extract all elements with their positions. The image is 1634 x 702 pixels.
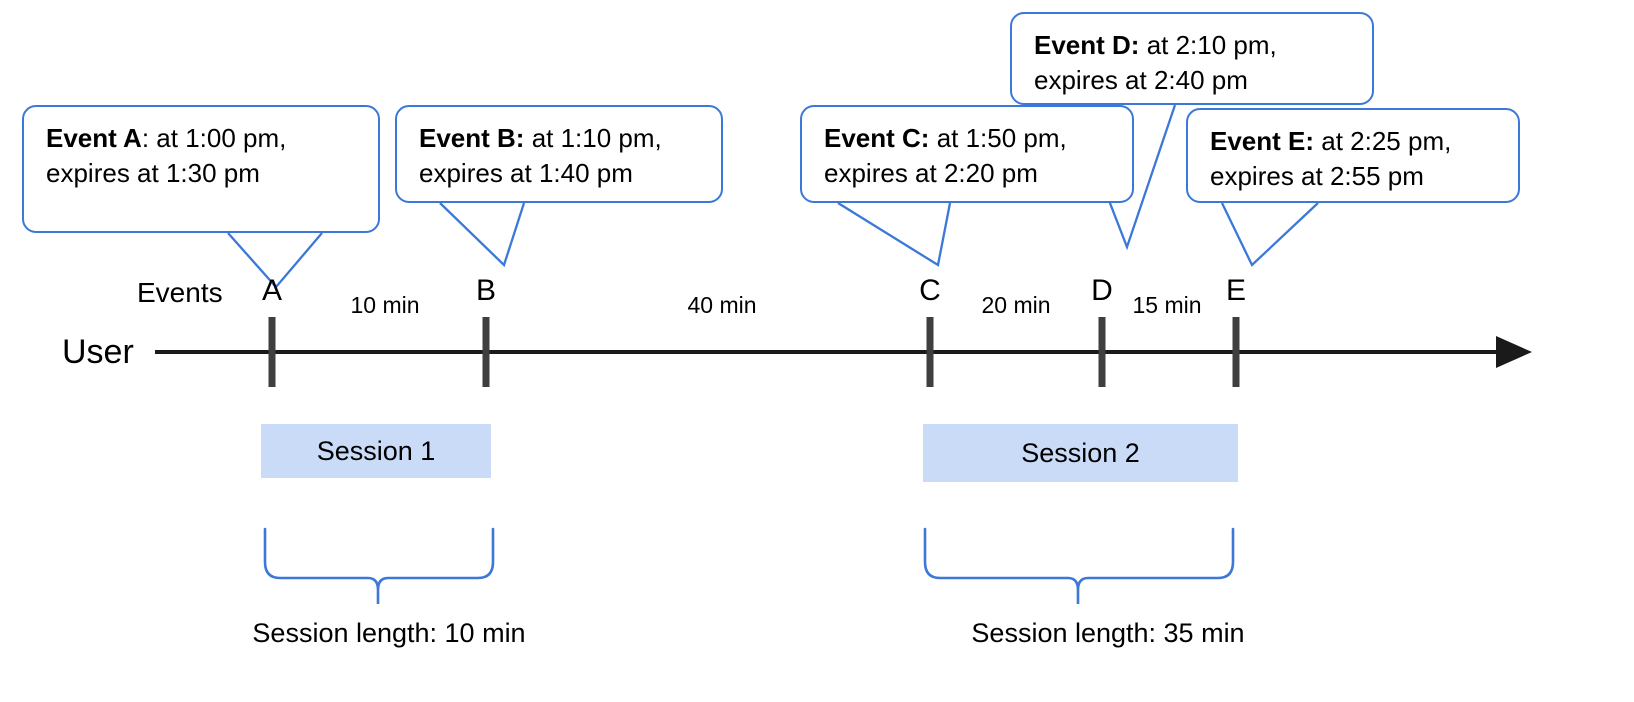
session-bar-1-label: Session 1 bbox=[316, 435, 436, 466]
callout-e-rest: at 2:25 pm, bbox=[1314, 126, 1452, 156]
brace-session-1 bbox=[263, 527, 495, 604]
callout-event-c[interactable]: Event C: at 1:50 pm, expires at 2:20 pm bbox=[800, 105, 1134, 203]
leader-line-e bbox=[1220, 202, 1319, 267]
leader-line-a bbox=[227, 232, 323, 289]
gap-label-ab: 10 min bbox=[350, 292, 420, 318]
callout-e-bold: Event E: bbox=[1210, 126, 1315, 156]
callout-event-a[interactable]: Event A: at 1:00 pm, expires at 1:30 pm bbox=[22, 105, 380, 233]
leader-line-c bbox=[837, 202, 952, 267]
session-2-length-caption: Session length: 35 min bbox=[971, 618, 1245, 648]
callout-c-bold: Event C: bbox=[824, 123, 930, 153]
callout-a-bold: Event A bbox=[46, 123, 142, 153]
callout-c-line1: Event C: at 1:50 pm, bbox=[824, 123, 1067, 153]
tick-label-b: B bbox=[475, 274, 497, 307]
callout-event-d[interactable]: Event D: at 2:10 pm, expires at 2:40 pm bbox=[1010, 12, 1374, 105]
callout-b-line1: Event B: at 1:10 pm, bbox=[419, 123, 662, 153]
session-bar-2-label: Session 2 bbox=[1021, 437, 1140, 468]
leader-line-b bbox=[439, 202, 526, 268]
gap-label-bc: 40 min bbox=[687, 292, 757, 318]
axis-row-label-user: User bbox=[62, 333, 134, 371]
callout-e-line1: Event E: at 2:25 pm, bbox=[1210, 126, 1451, 156]
brace-session-2 bbox=[923, 527, 1235, 604]
callout-b-bold: Event B: bbox=[419, 123, 525, 153]
session-bar-2[interactable]: Session 2 bbox=[923, 424, 1238, 482]
session-bar-1[interactable]: Session 1 bbox=[261, 424, 491, 478]
callout-d-rest: at 2:10 pm, bbox=[1139, 30, 1277, 60]
callout-event-e[interactable]: Event E: at 2:25 pm, expires at 2:55 pm bbox=[1186, 108, 1520, 203]
tick-label-d: D bbox=[1091, 274, 1113, 307]
session-1-length-caption: Session length: 10 min bbox=[252, 618, 526, 648]
events-label: Events bbox=[137, 277, 223, 308]
callout-a-line1: Event A: at 1:00 pm, bbox=[46, 123, 286, 153]
callout-b-line2: expires at 1:40 pm bbox=[419, 157, 633, 188]
callout-event-b[interactable]: Event B: at 1:10 pm, expires at 1:40 pm bbox=[395, 105, 723, 203]
callout-e-line2: expires at 2:55 pm bbox=[1210, 160, 1424, 191]
tick-label-c: C bbox=[919, 274, 941, 307]
callout-a-rest: : at 1:00 pm, bbox=[141, 123, 287, 153]
tick-label-a: A bbox=[261, 274, 283, 307]
callout-c-rest: at 1:50 pm, bbox=[929, 123, 1067, 153]
tick-label-e: E bbox=[1225, 274, 1247, 307]
gap-label-cd: 20 min bbox=[981, 292, 1051, 318]
callout-c-line2: expires at 2:20 pm bbox=[824, 157, 1038, 188]
callout-a-line2: expires at 1:30 pm bbox=[46, 157, 260, 188]
gap-label-de: 15 min bbox=[1132, 292, 1202, 318]
callout-d-line2: expires at 2:40 pm bbox=[1034, 64, 1248, 95]
callout-d-bold: Event D: bbox=[1034, 30, 1140, 60]
callout-b-rest: at 1:10 pm, bbox=[524, 123, 662, 153]
callout-d-line1: Event D: at 2:10 pm, bbox=[1034, 30, 1277, 60]
